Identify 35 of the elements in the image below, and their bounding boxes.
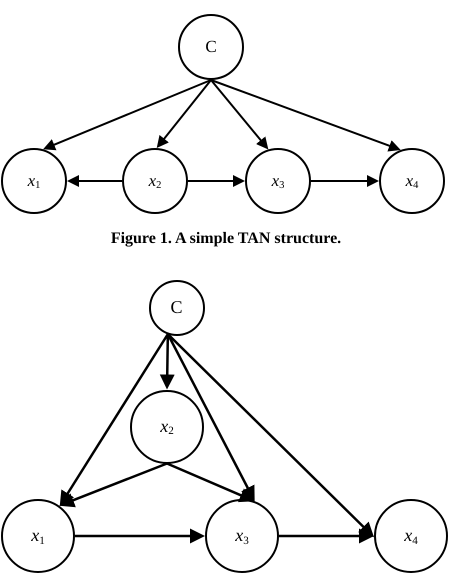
node-label: x$_{4}$	[404, 526, 418, 546]
arrow	[75, 528, 205, 544]
circle-node	[122, 148, 188, 214]
circle-node	[379, 148, 445, 214]
arrow	[67, 175, 122, 187]
arrow	[188, 175, 245, 187]
circle-node	[374, 499, 448, 573]
arrow	[160, 334, 175, 390]
circle-node	[130, 390, 204, 464]
arrow	[59, 462, 168, 508]
circle-node	[178, 14, 244, 80]
arrow	[279, 528, 374, 544]
arrow	[210, 79, 268, 150]
arrow	[156, 79, 212, 148]
node-label: x$_{1}$	[28, 172, 40, 190]
arrow	[311, 175, 379, 187]
figure-caption: Figure 1. A simple TAN structure.	[110, 229, 342, 249]
node-label: x$_{3}$	[235, 526, 249, 546]
arrow	[166, 462, 255, 502]
node-label: x$_{4}$	[406, 172, 418, 190]
circle-node	[245, 148, 311, 214]
arrow	[166, 333, 374, 538]
node-label: C	[170, 298, 182, 318]
circle-node	[1, 499, 75, 573]
arrow	[43, 79, 212, 150]
node-label: x$_{2}$	[160, 416, 174, 436]
node-label: x$_{2}$	[148, 172, 162, 190]
node-label: x$_{3}$	[272, 172, 284, 190]
arrow	[60, 333, 169, 506]
circle-node	[205, 499, 279, 573]
node-label: C	[205, 38, 217, 56]
circle-node	[148, 280, 204, 336]
arrow	[210, 79, 401, 152]
circle-node	[1, 148, 67, 214]
node-label: x$_{1}$	[31, 526, 45, 546]
